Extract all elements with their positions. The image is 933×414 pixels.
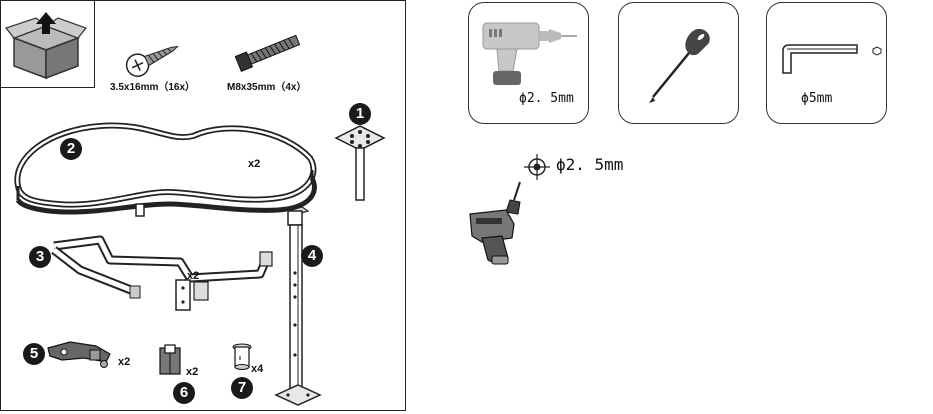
package-cell [0,0,95,88]
part-2-badge: 2 [60,138,82,160]
power-drill-icon [469,181,521,265]
part-4-badge: 4 [301,245,323,267]
crosshair-icon [524,154,550,180]
kidney-shelf-drawing [14,122,317,217]
hex-key-label: ϕ5mm [801,91,833,106]
tool-card-hex-key: ϕ5mm [766,2,887,124]
screwdriver-icon [649,28,710,103]
part-6-qty: x2 [186,366,199,378]
part-7-badge: 7 [231,377,253,399]
part-5-qty: x2 [118,356,131,368]
machine-bolt-icon [234,34,301,73]
part-1-badge: 1 [349,103,371,125]
drill-spec-label: ϕ2. 5mm [556,155,624,174]
part-7-qty: x4 [251,363,264,375]
parts-panel [0,0,406,411]
part-3-badge: 3 [29,246,51,268]
screw-bolt-label: M8x35mm（4x） [227,82,307,93]
mounting-plate-drawing [334,125,386,201]
sleeve-drawing [232,343,252,370]
bracket-drawing [47,341,111,368]
hex-key-icon [782,44,882,74]
swing-arm-drawing [51,235,273,311]
part-3-qty: x2 [187,270,200,282]
part-2-qty: x2 [248,158,261,170]
clip-drawing [159,344,181,375]
screw-small-label: 3.5x16mm（16x） [110,82,196,93]
tool-card-drill: ϕ2. 5mm [468,2,589,124]
wood-screw-icon [125,45,179,77]
part-6-badge: 6 [173,382,195,404]
tool-card-screwdriver [618,2,739,124]
box-icon [4,12,87,80]
pole-drawing [274,206,322,406]
part-5-badge: 5 [23,343,45,365]
drill-icon [482,22,577,85]
drill-bit-label: ϕ2. 5mm [519,91,574,106]
